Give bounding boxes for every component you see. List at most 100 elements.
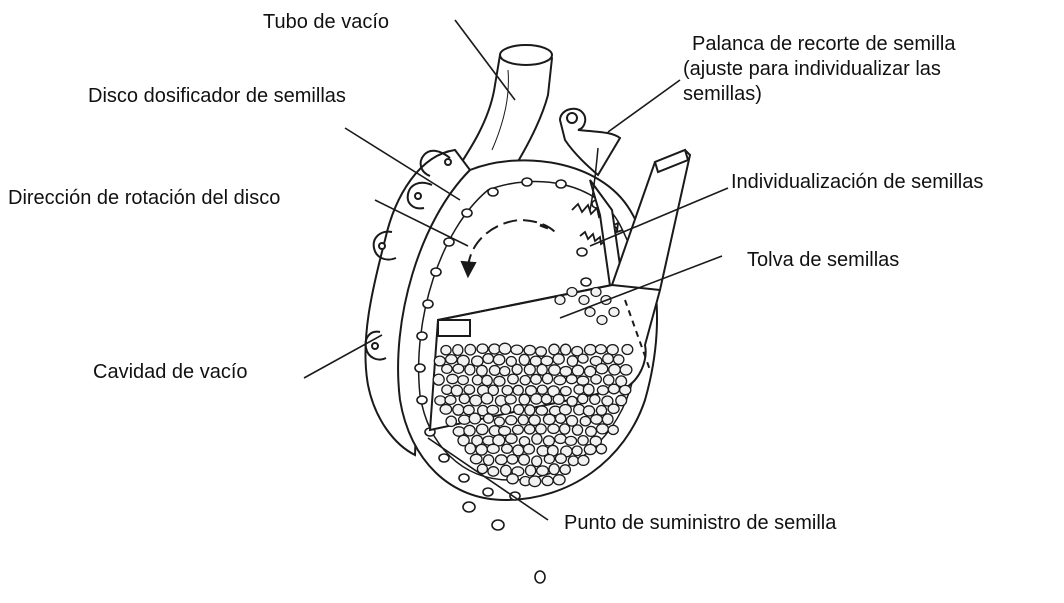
seed	[544, 455, 554, 464]
seed	[543, 436, 554, 446]
seed	[472, 375, 482, 385]
seed	[532, 434, 542, 445]
seed	[536, 406, 548, 415]
seed	[489, 344, 500, 354]
seed	[591, 375, 602, 384]
seed	[553, 354, 564, 364]
seed	[442, 364, 452, 373]
seed	[494, 417, 504, 426]
seed	[620, 385, 631, 394]
seed	[584, 444, 596, 454]
seed	[433, 374, 444, 385]
seed	[502, 386, 513, 396]
seed	[560, 387, 571, 396]
seed	[526, 465, 536, 476]
seed	[608, 384, 619, 394]
seed	[458, 376, 469, 385]
seed	[477, 344, 488, 353]
seed	[616, 395, 627, 405]
seed	[549, 464, 559, 475]
seed	[435, 396, 446, 405]
seed	[583, 406, 594, 416]
seed	[597, 424, 609, 434]
seed	[622, 345, 633, 355]
seed	[465, 443, 475, 454]
seed	[532, 456, 542, 467]
seed	[572, 446, 582, 456]
seed	[604, 375, 614, 385]
seed	[525, 405, 535, 416]
seed	[620, 365, 632, 375]
seed	[608, 425, 618, 434]
seed	[524, 444, 535, 454]
seed	[477, 365, 488, 376]
seed	[487, 405, 499, 414]
seed	[603, 354, 614, 364]
seed	[541, 394, 551, 404]
label-palanca-line2: (ajuste para individualizar las	[683, 57, 941, 81]
seed	[453, 364, 464, 373]
seed	[548, 424, 559, 433]
falling-seeds	[463, 502, 545, 583]
seed	[440, 405, 452, 415]
seed	[555, 434, 566, 443]
seed	[572, 365, 584, 376]
seed	[578, 436, 588, 446]
seed	[453, 404, 464, 415]
label-palanca-line3: semillas)	[683, 82, 762, 106]
seed	[608, 404, 619, 413]
seed	[579, 296, 589, 305]
seed	[512, 364, 522, 374]
label-punto-suministro: Punto de suministro de semilla	[564, 511, 836, 535]
seed	[585, 345, 597, 355]
label-tubo-vacio: Tubo de vacío	[263, 10, 389, 34]
seed	[554, 376, 566, 385]
seed	[469, 413, 480, 424]
seed	[580, 417, 590, 426]
seed	[476, 424, 488, 435]
seed	[609, 308, 619, 317]
seed	[482, 375, 492, 385]
seed	[502, 444, 513, 453]
seed	[476, 444, 487, 455]
seed	[583, 384, 594, 395]
label-disco-dosificador: Disco dosificador de semillas	[88, 84, 346, 108]
seed	[553, 475, 565, 485]
seed	[506, 416, 517, 425]
seed	[484, 414, 494, 423]
seed	[453, 345, 463, 356]
seed	[524, 364, 535, 375]
seed	[578, 394, 588, 404]
seed	[500, 367, 510, 376]
seed	[472, 356, 483, 366]
seed	[488, 467, 499, 476]
seed	[553, 394, 564, 404]
seed	[568, 456, 578, 466]
seed	[507, 455, 518, 464]
seed	[572, 425, 582, 435]
seed	[441, 346, 451, 355]
seed	[537, 385, 547, 394]
seed	[442, 385, 452, 394]
seed	[506, 434, 518, 444]
seed	[595, 345, 606, 354]
seed	[496, 455, 508, 465]
seed	[459, 415, 471, 424]
seed	[556, 414, 566, 424]
seed	[586, 426, 597, 436]
seed	[524, 425, 534, 434]
seed	[591, 288, 601, 297]
seed	[555, 454, 566, 464]
seed	[513, 385, 523, 395]
seed	[505, 395, 516, 404]
seed	[565, 436, 576, 445]
seed	[459, 394, 469, 404]
seed	[578, 354, 588, 363]
label-palanca-line1: Palanca de recorte de semilla	[692, 32, 955, 56]
seed	[524, 345, 535, 355]
seed	[614, 355, 624, 365]
seed	[596, 444, 606, 454]
seed	[609, 364, 621, 375]
seed	[591, 415, 603, 425]
